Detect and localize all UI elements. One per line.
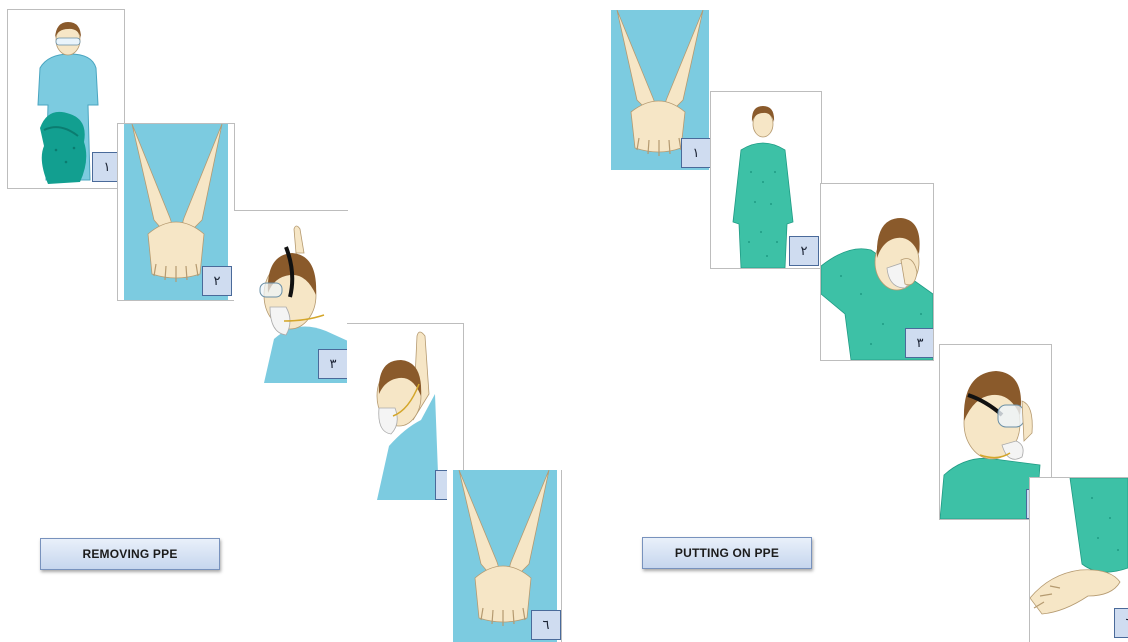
step-number-badge: ٢: [202, 266, 232, 296]
step-number-badge: ٢: [789, 236, 819, 266]
putting-on-step-2-panel: ٢: [711, 92, 821, 268]
step-number-badge: ٣: [905, 328, 933, 358]
removing-step-1-panel: ١: [8, 10, 124, 188]
putting-on-step-5-panel: ٦: [1030, 478, 1128, 642]
putting-on-step-1-panel: ١: [605, 10, 713, 170]
step-number-badge: ٦: [531, 610, 561, 640]
step-number-badge: ٣: [318, 349, 348, 379]
step-number-badge: ١: [681, 138, 711, 168]
putting-on-step-3-panel: ٣: [821, 184, 933, 360]
removing-ppe-title: REMOVING PPE: [40, 538, 220, 570]
removing-step-2-panel: ٢: [118, 124, 234, 300]
removing-step-3-panel: ٣: [234, 210, 348, 383]
step-number-badge: ٦: [1114, 608, 1128, 638]
putting-on-ppe-title: PUTTING ON PPE: [642, 537, 812, 569]
removing-step-5-panel: ٦: [447, 470, 562, 642]
